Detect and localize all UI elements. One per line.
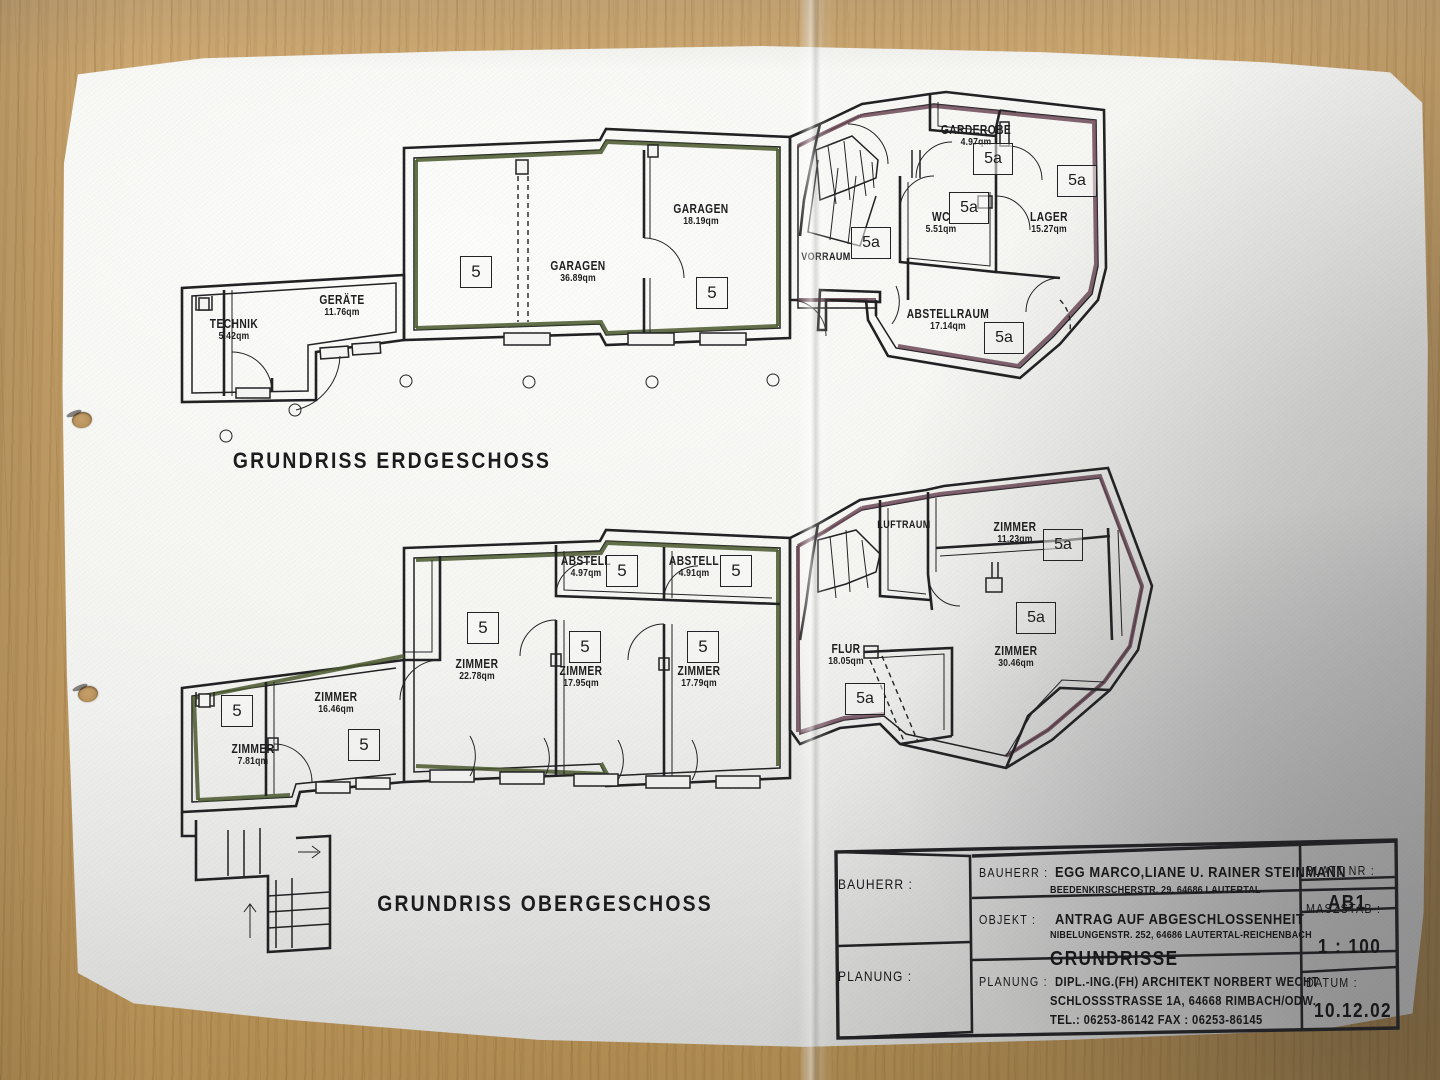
unit-badge-ground-5: 5a — [1057, 165, 1097, 197]
room-area: 17.14qm — [930, 320, 966, 333]
title-block-bauherr-address: BEEDENKIRSCHERSTR. 29, 64686 LAUTERTAL — [1050, 884, 1261, 896]
room-name: ZIMMER — [314, 690, 358, 705]
room-name: ZIMMER — [455, 657, 499, 672]
caption-upper-floor: GRUNDRISS OBERGESCHOSS — [377, 891, 713, 916]
unit-badge-upper-1: 5 — [348, 729, 380, 761]
room-area: 17.95qm — [563, 677, 599, 690]
room-area: 22.78qm — [459, 670, 495, 683]
unit-badge-ground-4: 5a — [949, 192, 989, 224]
room-name: ZIMMER — [994, 644, 1038, 659]
room-name: ZIMMER — [677, 664, 721, 679]
room-label-upper-7: LUFTRAUM — [877, 519, 930, 531]
room-name: ABSTELL — [668, 554, 720, 569]
room-name: ZIMMER — [559, 664, 603, 679]
room-area: 17.79qm — [681, 677, 717, 690]
room-name: GARAGEN — [673, 202, 729, 217]
title-block-datum-value: 10.12.02 — [1314, 1000, 1392, 1022]
unit-badge-ground-0: 5 — [460, 256, 492, 288]
room-name: GARDEROBE — [940, 123, 1012, 138]
room-name: LAGER — [1030, 210, 1068, 225]
title-block-key-maszstab: MASZSTAB : — [1306, 902, 1382, 916]
title-block-objekt-title: ANTRAG AUF ABGESCHLOSSENHEIT — [1055, 911, 1305, 928]
room-area: 18.19qm — [683, 215, 719, 228]
unit-badge-upper-8: 5a — [1043, 529, 1083, 561]
title-block-key-blatt-nr: BLATT NR : — [1306, 864, 1375, 878]
room-name: ZIMMER — [231, 742, 275, 757]
room-area: 4.97qm — [570, 567, 602, 580]
title-block-left-planung: PLANUNG : — [838, 968, 913, 984]
caption-ground-floor: GRUNDRISS ERDGESCHOSS — [232, 448, 552, 473]
title-block-key-bauherr: BAUHERR : — [979, 866, 1049, 880]
room-name: FLUR — [831, 642, 861, 657]
title-block-frame — [834, 838, 1400, 1040]
room-label-ground-4: VORRAUM — [801, 251, 850, 263]
unit-badge-upper-9: 5a — [1016, 602, 1056, 634]
title-block-planung-address: SCHLOSSSTRASSE 1A, 64668 RIMBACH/ODW. — [1050, 993, 1317, 1008]
room-area: 11.76qm — [324, 306, 360, 319]
unit-badge-upper-5: 5 — [606, 555, 638, 587]
room-name: ZIMMER — [993, 520, 1037, 535]
room-name: GERÄTE — [319, 293, 365, 308]
unit-badge-upper-6: 5 — [720, 555, 752, 587]
title-block-planung-architect: DIPL.-ING.(FH) ARCHITEKT NORBERT WECHT — [1055, 974, 1319, 989]
title-block-maszstab-value: 1 : 100 — [1318, 936, 1382, 958]
title-block-left-bauherr: BAUHERR : — [838, 876, 913, 892]
title-block-planung-contact: TEL.: 06253-86142 FAX : 06253-86145 — [1050, 1012, 1263, 1027]
unit-badge-upper-7: 5a — [845, 683, 885, 715]
room-name: TECHNIK — [209, 317, 259, 332]
room-label-ground-5: GARDEROBE4.97qm — [941, 123, 1011, 149]
title-block-objekt-subtitle: GRUNDRISSE — [1050, 948, 1179, 970]
room-area: 11.23qm — [997, 533, 1033, 546]
unit-badge-upper-3: 5 — [569, 631, 601, 663]
room-area: 36.89qm — [560, 272, 596, 285]
title-block-blatt-nr-value: AB1 — [1328, 892, 1367, 914]
title-block-key-datum: DATUM : — [1306, 976, 1358, 990]
unit-badge-upper-2: 5 — [467, 612, 499, 644]
room-area: 7.81qm — [237, 755, 269, 768]
title-block-key-planung: PLANUNG : — [979, 975, 1048, 989]
room-area: 16.46qm — [318, 703, 354, 716]
unit-badge-ground-6: 5a — [984, 322, 1024, 354]
room-area: 4.97qm — [941, 136, 1011, 149]
unit-badge-upper-0: 5 — [221, 695, 253, 727]
unit-badge-ground-2: 5a — [851, 227, 891, 259]
room-name: ABSTELLRAUM — [906, 307, 990, 322]
unit-badge-ground-3: 5a — [973, 143, 1013, 175]
room-name: VORRAUM — [801, 250, 851, 263]
title-block-bauherr-name: EGG MARCO,LIANE U. RAINER STEINMANN — [1055, 864, 1347, 881]
room-area: 30.46qm — [998, 657, 1034, 670]
room-area: 18.05qm — [828, 655, 864, 668]
room-name: GARAGEN — [550, 259, 606, 274]
unit-badge-ground-1: 5 — [696, 277, 728, 309]
room-name: LUFTRAUM — [877, 518, 931, 531]
room-area: 5.51qm — [925, 223, 957, 236]
room-area: 4.91qm — [678, 567, 710, 580]
room-name: WC — [932, 210, 950, 225]
room-area: 5.42qm — [218, 330, 250, 343]
title-block-objekt-address: NIBELUNGENSTR. 252, 64686 LAUTERTAL-REIC… — [1050, 929, 1312, 941]
room-name: ABSTELL — [560, 554, 612, 569]
title-block-key-objekt: OBJEKT : — [979, 913, 1037, 927]
unit-badge-upper-4: 5 — [687, 631, 719, 663]
room-area: 15.27qm — [1031, 223, 1067, 236]
